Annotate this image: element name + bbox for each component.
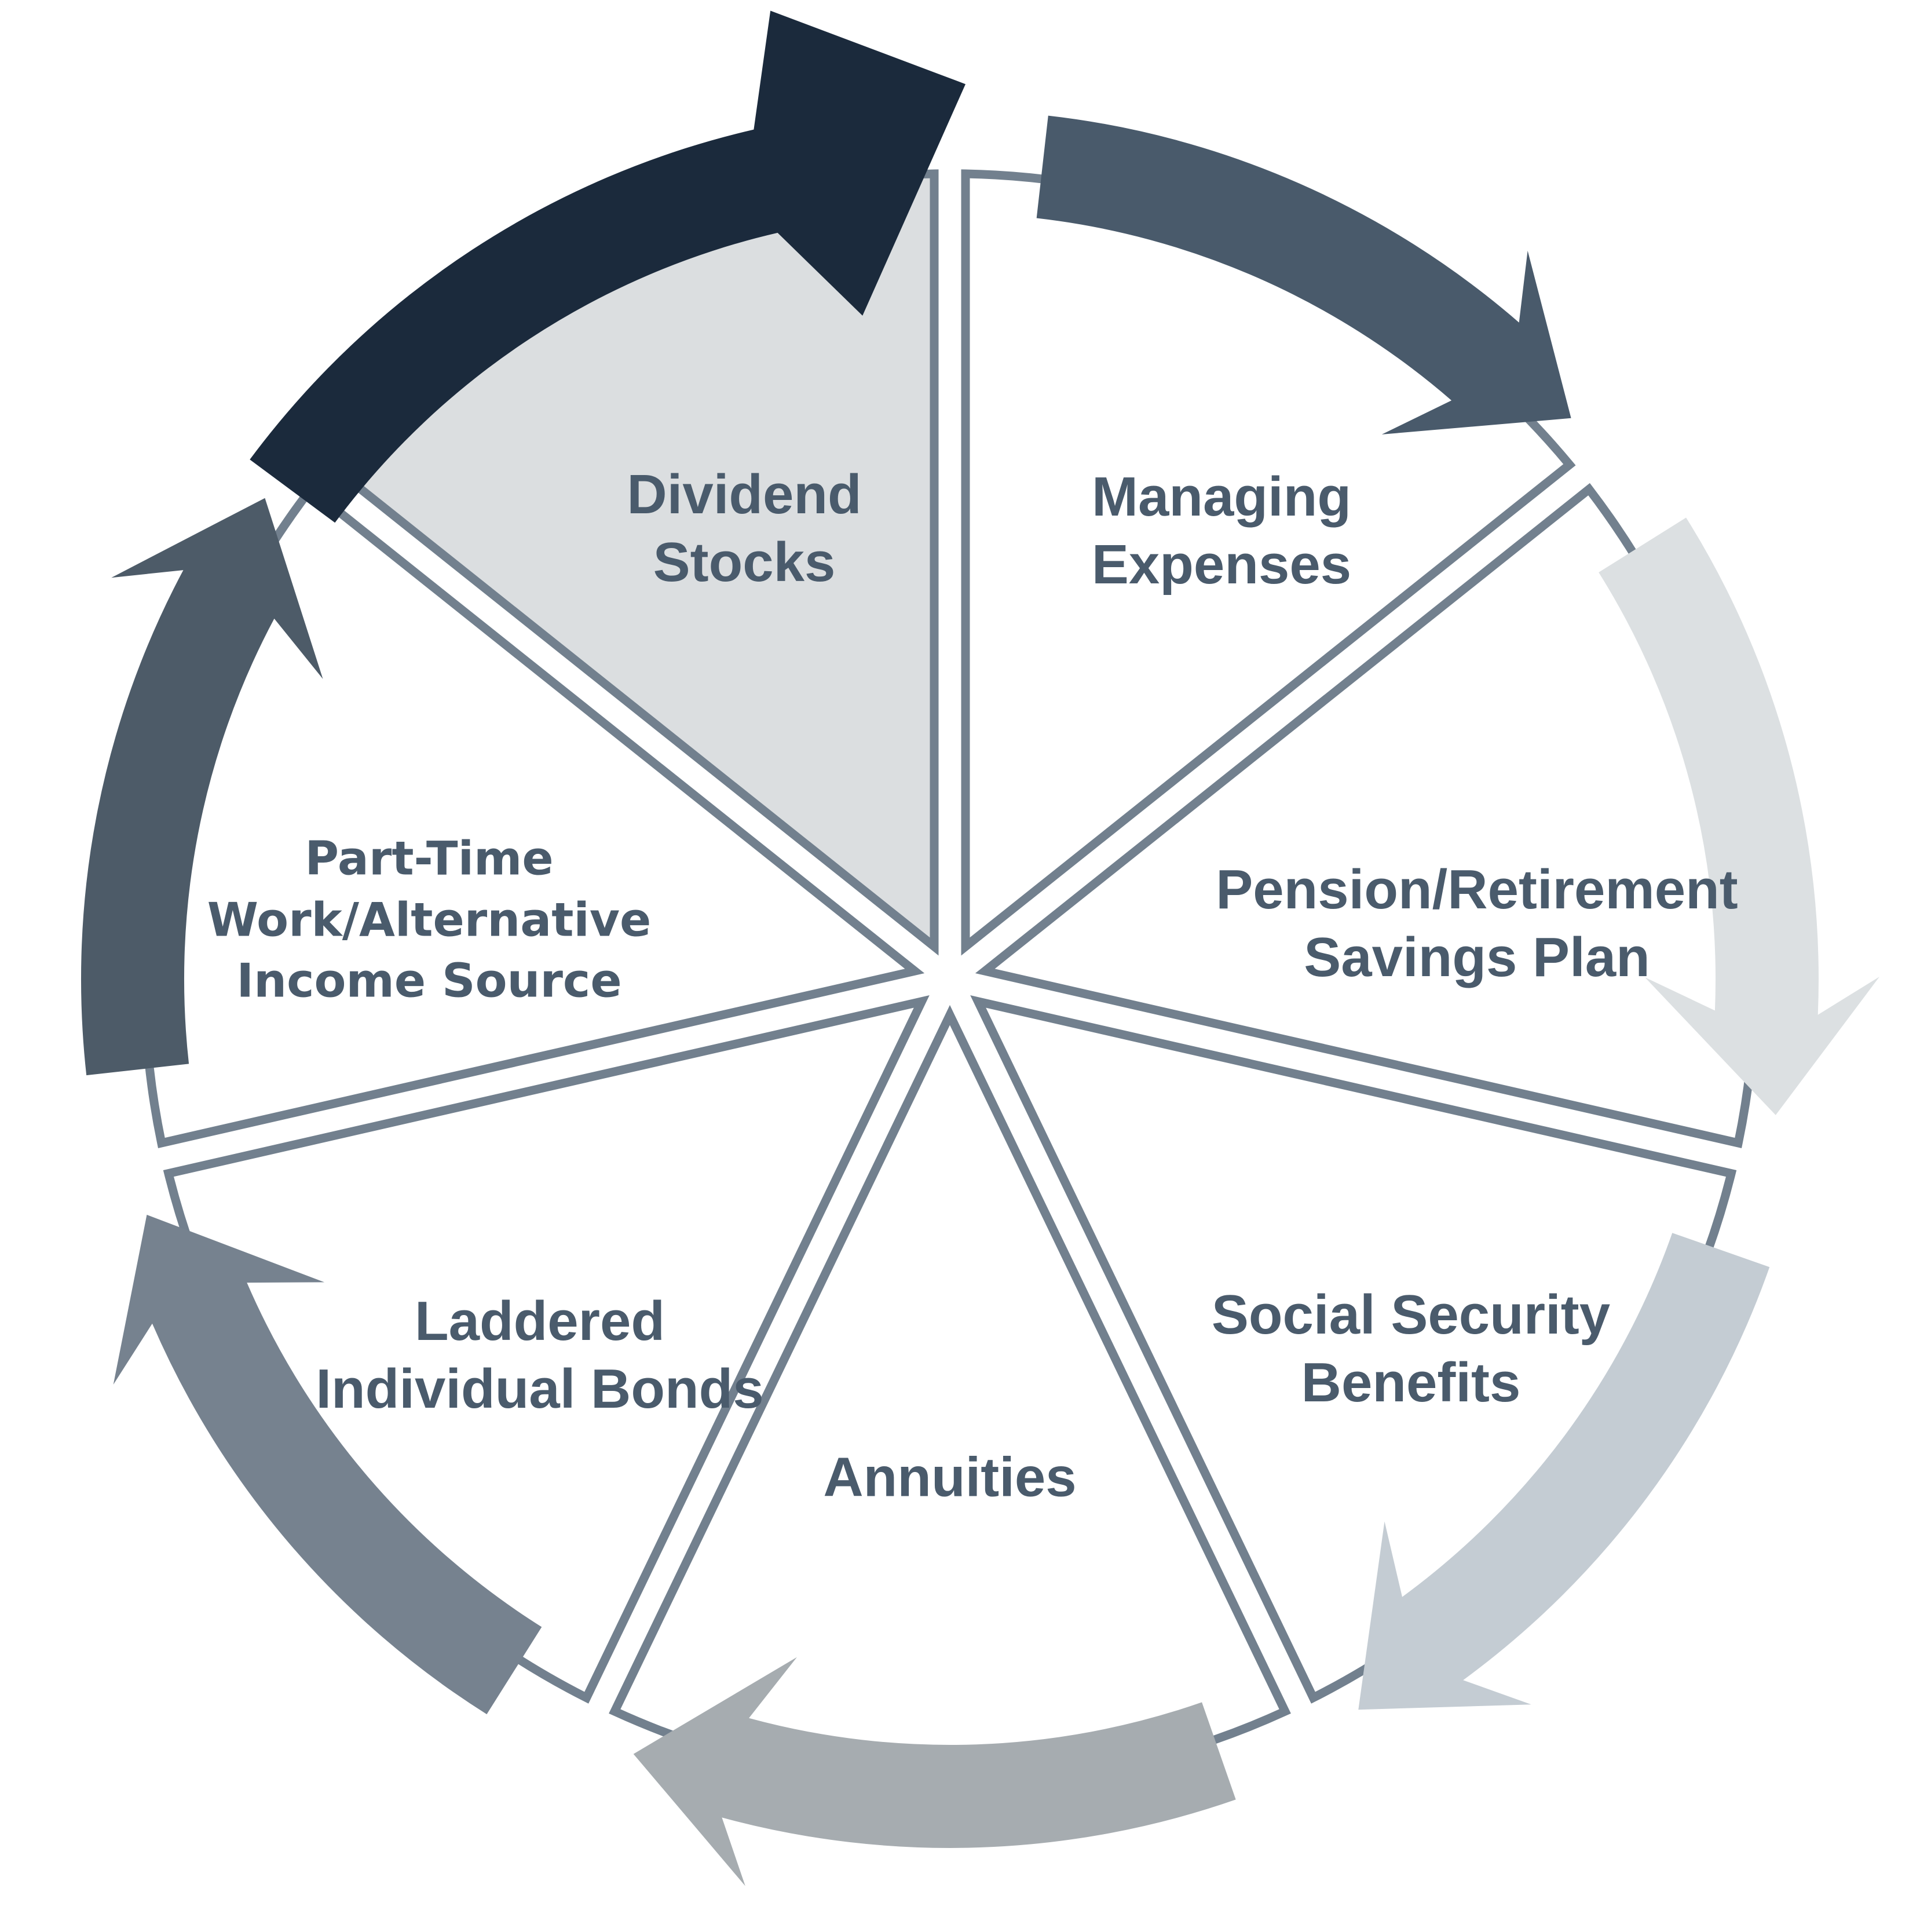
label-line: Managing [1092,465,1351,528]
label-line: Part-Time [305,831,554,886]
label-line: Social Security [1211,1283,1611,1346]
label-line: Laddered [414,1290,665,1352]
label-line: Individual Bonds [316,1358,764,1420]
label-line: Benefits [1301,1352,1521,1414]
arrows-layer [81,10,1879,1886]
label-line: Expenses [1091,534,1352,596]
label-line: Work/Alternative [207,893,652,947]
cycle-arrow-social-security-benefits-icon [1358,1233,1770,1710]
cycle-arrow-part-time-work-alternative-income-source-icon [81,498,323,1076]
cycle-arrow-pension-retirement-savings-plan-icon [1599,517,1879,1115]
cycle-arrow-laddered-individual-bonds-icon [113,1214,542,1715]
label-line: Income Source [236,954,622,1008]
label-line: Stocks [653,531,836,593]
cycle-arrow-managing-expenses-icon [1036,115,1571,434]
label-line: Pension/Retirement [1216,858,1738,921]
cycle-arrow-dividend-stocks-icon [250,10,966,523]
label-line: Dividend [627,463,862,525]
label-line: Annuities [823,1446,1077,1509]
label-line: Savings Plan [1304,926,1650,988]
cycle-arrow-annuities-icon [633,1657,1236,1886]
label-annuities: Annuities [823,1443,1076,1511]
